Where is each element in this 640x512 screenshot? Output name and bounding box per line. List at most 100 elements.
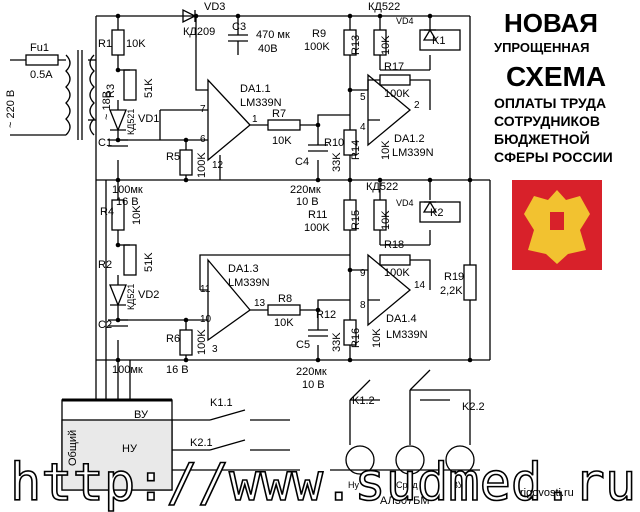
tank-common: Общий — [67, 430, 79, 466]
c5-label: C5 — [296, 339, 310, 351]
c4-label: C4 — [295, 156, 309, 168]
da11-label: DA1.1 — [240, 83, 271, 95]
r7-label: R7 — [272, 108, 286, 120]
r9-label: R9 — [312, 28, 326, 40]
pin-4: 4 — [360, 122, 366, 133]
tank-labels: ВУ НУ Общий K1.1 K2.1 K1.2 K2.2 Ну Сред … — [67, 395, 485, 507]
r2-value: 51K — [143, 252, 155, 272]
components — [10, 8, 477, 491]
r17-label: R17 — [384, 61, 404, 73]
pin-numbers: 7 6 12 1 5 4 2 11 10 13 9 8 14 3 — [200, 92, 426, 355]
c2-label: C2 — [98, 319, 112, 331]
title-block: НОВАЯ УПРОЩЕННАЯ СХЕМА ОПЛАТЫ ТРУДА СОТР… — [494, 8, 613, 165]
watermark-url: http://www.sudmed.ru — [10, 453, 636, 512]
r12-value: 33K — [331, 332, 343, 352]
k2-label: K2 — [430, 207, 443, 219]
da13-type: LM339N — [228, 277, 270, 289]
da14-type: LM339N — [386, 329, 428, 341]
russian-emblem-icon — [512, 180, 602, 270]
r10-label: R10 — [324, 137, 344, 149]
vd2-label: VD2 — [138, 289, 159, 301]
r8-label: R8 — [278, 293, 292, 305]
r5-label: R5 — [166, 151, 180, 163]
pin-11: 11 — [200, 284, 211, 295]
fuse-label: Fu1 — [30, 42, 49, 54]
vd1-label: VD1 — [138, 113, 159, 125]
mains-voltage: ~ 220 В — [5, 90, 17, 128]
title-line-5: СОТРУДНИКОВ — [494, 113, 600, 129]
pin-7: 7 — [200, 104, 206, 115]
r2-label: R2 — [98, 259, 112, 271]
c1-value: 100мк — [112, 184, 143, 196]
pin-13: 13 — [254, 298, 266, 309]
r13-value: 10K — [380, 35, 392, 55]
r19-label: R19 — [444, 271, 464, 283]
tank-nu: НУ — [122, 443, 138, 455]
c3-label: C3 — [232, 21, 246, 33]
r10-value: 33K — [331, 152, 343, 172]
title-line-3: СХЕМА — [506, 61, 606, 92]
pin-3: 3 — [212, 344, 218, 355]
vd4-bottom-label: VD4 — [396, 198, 414, 208]
c5-value: 220мк — [296, 366, 327, 378]
fuse-rating: 0.5A — [30, 69, 53, 81]
tank-vu: ВУ — [134, 409, 149, 421]
r8-value: 10K — [274, 317, 294, 329]
r11-label: R11 — [308, 209, 327, 221]
vd1-type: КД521 — [126, 109, 136, 135]
title-line-7: СФЕРЫ РОССИИ — [494, 149, 613, 165]
vd3-type: КД209 — [183, 26, 215, 38]
r14-label: R14 — [350, 140, 362, 160]
r19-value: 2,2K — [440, 285, 463, 297]
r1-value: 10K — [126, 38, 146, 50]
led-low: Ну — [348, 480, 359, 490]
vd4-top-label: VD4 — [396, 16, 414, 26]
c3-voltage: 40В — [258, 43, 278, 55]
r9-value: 100K — [304, 41, 330, 53]
title-line-2: УПРОЩЕННАЯ — [494, 40, 589, 55]
da13-label: DA1.3 — [228, 263, 259, 275]
title-line-4: ОПЛАТЫ ТРУДА — [494, 95, 606, 111]
vd4-top-type: КД522 — [368, 1, 400, 13]
pin-8: 8 — [360, 300, 366, 311]
power-labels: Fu1 0.5A ~ 220 В ~ 18В — [5, 42, 113, 128]
led-part: АЛ307БМ — [380, 495, 430, 507]
pin-14: 14 — [414, 280, 426, 291]
r13-label: R13 — [350, 35, 362, 55]
c1-voltage: 16 В — [116, 196, 139, 208]
c5-voltage: 10 В — [302, 379, 325, 391]
pin-10: 10 — [200, 314, 212, 325]
r16-label: R16 — [350, 328, 362, 348]
r17-value: 100K — [384, 88, 410, 100]
r14-value: 10K — [380, 140, 392, 160]
pin-2: 2 — [414, 100, 420, 111]
top-channel-labels: R1 10K R3 51K VD1 КД521 C1 100мк 16 В R5… — [98, 1, 445, 208]
c4-voltage: 10 В — [296, 196, 319, 208]
r3-label: R3 — [105, 84, 117, 98]
r3-value: 51K — [143, 78, 155, 98]
watermark-site: rigovosti.ru — [520, 487, 574, 499]
k1-label: K1 — [432, 35, 445, 47]
r12-label: R12 — [316, 309, 336, 321]
vd4-bottom-type: КД522 — [366, 181, 398, 193]
c4-value: 220мк — [290, 184, 321, 196]
pin-5: 5 — [360, 92, 366, 103]
k22-label: K2.2 — [462, 401, 485, 413]
r18-value: 100K — [384, 267, 410, 279]
da14-label: DA1.4 — [386, 313, 417, 325]
r18-label: R18 — [384, 239, 404, 251]
r7-value: 10K — [272, 135, 292, 147]
r4-value: 10K — [131, 205, 143, 225]
title-line-1: НОВАЯ — [504, 8, 598, 38]
r11-value: 100K — [304, 222, 330, 234]
da11-type: LM339N — [240, 97, 282, 109]
k21-label: K2.1 — [190, 437, 213, 449]
c3-value: 470 мк — [256, 29, 290, 41]
c2-voltage: 16 В — [166, 364, 189, 376]
r4-label: R4 — [100, 206, 114, 218]
pin-9: 9 — [360, 268, 366, 279]
da12-type: LM339N — [392, 147, 434, 159]
r15-label: R15 — [350, 210, 362, 230]
bottom-channel-labels: R4 10K R2 51K VD2 КД521 C2 100мк 16 В R6… — [98, 181, 464, 391]
